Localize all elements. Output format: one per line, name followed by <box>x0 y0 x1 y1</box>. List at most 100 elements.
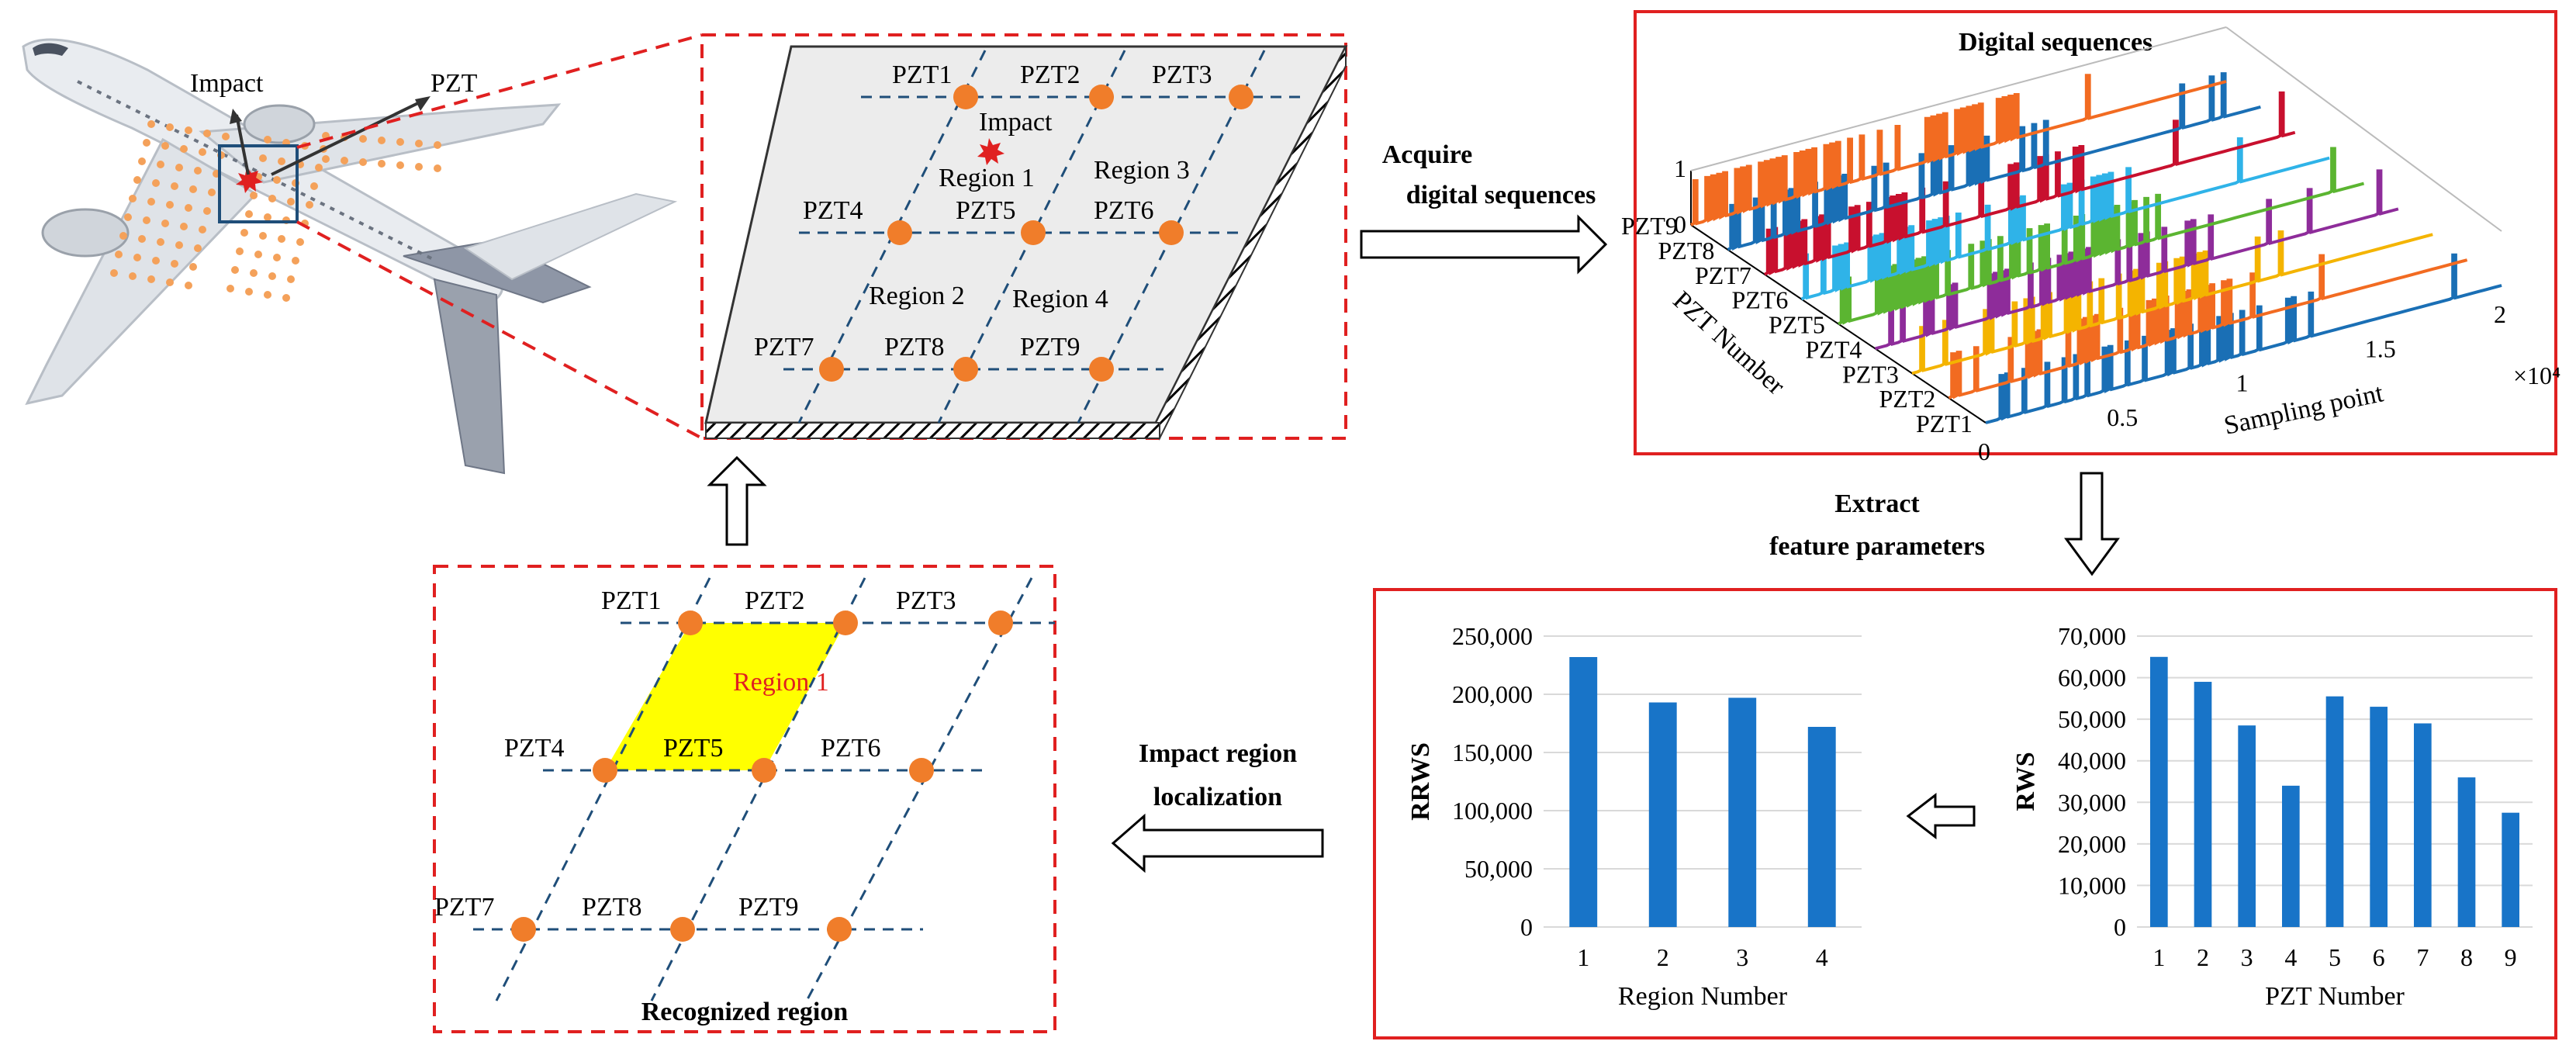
recognized-pzt-label: PZT4 <box>504 734 564 763</box>
sensor-dot <box>273 254 281 261</box>
step-acquire: Acquire digital sequences <box>1360 140 1608 275</box>
sensor-dot <box>287 275 295 283</box>
x-tick-label: 3 <box>1736 943 1748 971</box>
sensor-dot <box>115 251 123 258</box>
sensor-dot <box>208 189 216 196</box>
x-tick-label: 2 <box>2494 300 2506 328</box>
recognized-pzt-dot <box>827 917 852 942</box>
sensor-dot <box>226 285 234 292</box>
sensor-dot <box>264 291 271 299</box>
sequence-trace <box>1948 254 2468 400</box>
sensor-dot <box>110 269 118 277</box>
recognized-pzt-label: PZT6 <box>821 734 880 763</box>
sensor-dot <box>161 220 169 227</box>
sequences-3d-plot: 10PZT1PZT2PZT3PZT4PZT5PZT6PZT7PZT8PZT900… <box>1621 26 2560 465</box>
sensor-dot <box>199 148 206 156</box>
step-extract: Extract feature parameters <box>1769 472 2120 576</box>
airplane-engine-lower <box>41 208 130 258</box>
sensor-dot <box>396 161 404 169</box>
sequences-title: Digital sequences <box>1959 28 2152 57</box>
acquire-label-line2: digital sequences <box>1406 181 1596 209</box>
x-tick-label: 1 <box>1577 943 1589 971</box>
sensor-dot <box>143 216 150 224</box>
sensor-dot <box>415 163 423 171</box>
chart-bar <box>1728 697 1757 927</box>
up-arrow-icon <box>707 455 767 546</box>
sensor-dot <box>129 272 137 280</box>
sensor-dot <box>268 272 276 280</box>
sensor-dot <box>264 136 271 144</box>
y-tick-label: 20,000 <box>2058 830 2126 858</box>
step-compare-arrow <box>1906 792 1976 840</box>
x-tick-label: 7 <box>2416 943 2429 971</box>
sensor-dot <box>143 139 150 147</box>
sensor-dot <box>133 254 141 261</box>
extract-arrow-icon <box>2064 472 2120 576</box>
y-tick-label: 40,000 <box>2058 747 2126 775</box>
sensor-dot <box>278 157 285 165</box>
sensor-dot <box>254 251 262 258</box>
plate-impact-label: Impact <box>979 108 1053 137</box>
sensor-dot <box>310 182 318 190</box>
sensor-dot <box>189 263 197 271</box>
sensor-dot <box>240 229 248 237</box>
localize-label-line1: Impact region <box>1139 739 1297 768</box>
pzt-pointer-arrowhead <box>415 96 430 111</box>
plate-clamp-bottom <box>705 422 1160 439</box>
recognized-pzt-label: PZT9 <box>738 893 798 922</box>
sensor-dot <box>296 238 304 246</box>
sensor-dot <box>231 266 239 274</box>
recognized-panel-frame <box>433 565 1056 1033</box>
x-tick-label: 4 <box>1816 943 1828 971</box>
sensor-dot <box>259 154 267 162</box>
sequence-trace <box>1800 137 2330 301</box>
airplane-horizontal-tail <box>433 278 506 475</box>
x-tick-label: 2 <box>1657 943 1669 971</box>
plate-pzt-dot <box>1229 85 1253 109</box>
plate-pzt-label: PZT1 <box>892 61 952 89</box>
plate-region-3-label: Region 3 <box>1094 156 1190 185</box>
localize-arrow-icon <box>1111 813 1324 873</box>
sensor-dot <box>292 257 299 265</box>
impact-pointer-arrow <box>235 114 250 175</box>
y-tick-label: 0 <box>1520 913 1533 941</box>
sensor-dot <box>171 260 178 268</box>
airplane-vertical-tail <box>403 239 592 304</box>
chart-bar <box>2325 696 2344 927</box>
sensor-dot <box>378 137 386 144</box>
plate-pzt-label: PZT6 <box>1094 196 1153 225</box>
plate-pzt-dot <box>887 220 912 245</box>
sensor-dot <box>203 130 211 137</box>
sensor-dot <box>166 123 174 131</box>
x-axis-title: PZT Number <box>2265 982 2405 1011</box>
sensor-dot <box>378 160 386 168</box>
extract-label-line2: feature parameters <box>1769 532 1985 561</box>
sensor-dot <box>133 176 141 184</box>
plate-pzt-label: PZT9 <box>1020 333 1080 361</box>
airplane-stabilizer <box>463 192 678 281</box>
recognized-pzt-dot <box>988 611 1013 635</box>
plate-pzt-label: PZT3 <box>1152 61 1212 89</box>
sensor-dot <box>434 164 441 172</box>
x-axis-title: Region Number <box>1618 982 1788 1011</box>
plate-pzt-dot <box>953 357 978 382</box>
sequence-trace <box>1985 253 2502 424</box>
plate-pzt-label: PZT7 <box>754 333 814 361</box>
sensor-dot <box>259 232 267 240</box>
sensor-dot <box>359 135 367 143</box>
sensor-dot <box>189 185 197 193</box>
x-tick-label: 5 <box>2329 943 2341 971</box>
airplane-engine-upper <box>243 104 316 144</box>
pzt-pointer-arrow <box>271 99 424 176</box>
y-tick-label: 50,000 <box>2058 705 2126 733</box>
x-tick-label: 3 <box>2241 943 2253 971</box>
y-tick-label: 0 <box>2114 913 2126 941</box>
chart-bar <box>2150 656 2168 927</box>
plate-pzt-dot <box>1159 220 1184 245</box>
plate-panel-frame <box>700 33 1347 440</box>
sensor-dot <box>147 120 155 128</box>
sensor-dot <box>287 198 295 206</box>
x-tick-label: 9 <box>2505 943 2517 971</box>
